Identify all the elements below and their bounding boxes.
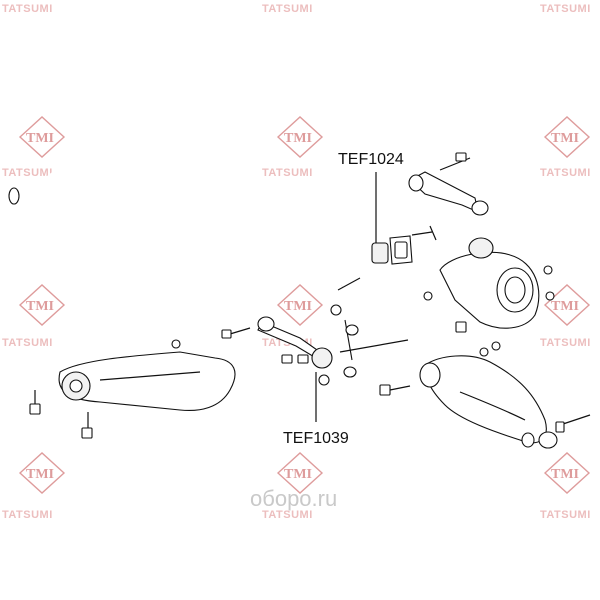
- svg-text:TMI: TMI: [26, 299, 54, 314]
- knuckle-hub: [423, 237, 555, 329]
- watermark-tatsumi: TATSUMI: [2, 509, 53, 521]
- fastener-set: [281, 321, 501, 396]
- tmi-logo: TMI: [18, 284, 66, 326]
- watermark-tatsumi: TATSUMI: [2, 337, 53, 349]
- tmi-logo: TMI: [276, 116, 324, 158]
- stabilizer-bushing: [371, 225, 437, 265]
- tmi-logo: TMI: [276, 284, 324, 326]
- tmi-logo: TMI: [18, 452, 66, 494]
- svg-text:TMI: TMI: [26, 131, 54, 146]
- lateral-link: [221, 316, 409, 369]
- svg-text:TMI: TMI: [551, 467, 579, 482]
- stabilizer-link: [330, 277, 361, 378]
- watermark-tatsumi: TATSUMI: [540, 3, 591, 15]
- tmi-logo: TMI: [543, 452, 591, 494]
- trailing-arm: [29, 339, 236, 439]
- part-label-tef1039: TEF1039: [283, 430, 349, 447]
- watermark-tatsumi: TATSUMI: [262, 3, 313, 15]
- svg-text:TMI: TMI: [551, 299, 579, 314]
- watermark-tatsumi: TATSUMI: [262, 167, 313, 179]
- tmi-logo: TMI: [543, 116, 591, 158]
- site-logo-text: оборо.ru: [250, 486, 337, 511]
- svg-text:TMI: TMI: [26, 467, 54, 482]
- svg-text:TMI: TMI: [284, 131, 312, 146]
- stabilizer-bar: [8, 161, 352, 288]
- watermark-tatsumi: TATSUMI: [540, 167, 591, 179]
- tmi-logo: TMI: [543, 284, 591, 326]
- lower-control-arm: [419, 355, 591, 449]
- svg-text:TMI: TMI: [284, 467, 312, 482]
- part-label-tef1024: TEF1024: [338, 151, 404, 168]
- watermark-tatsumi: TATSUMI: [540, 337, 591, 349]
- svg-text:TMI: TMI: [551, 131, 579, 146]
- svg-text:TMI: TMI: [284, 299, 312, 314]
- tmi-logo: TMI: [276, 452, 324, 494]
- upper-control-arm: [408, 152, 489, 216]
- watermark-tatsumi: TATSUMI: [2, 167, 53, 179]
- leader-lines: [315, 172, 377, 422]
- watermark-tatsumi: TATSUMI: [540, 509, 591, 521]
- tmi-logo: TMI: [18, 116, 66, 158]
- watermark-tatsumi: TATSUMI: [262, 509, 313, 521]
- watermark-tatsumi: TATSUMI: [2, 3, 53, 15]
